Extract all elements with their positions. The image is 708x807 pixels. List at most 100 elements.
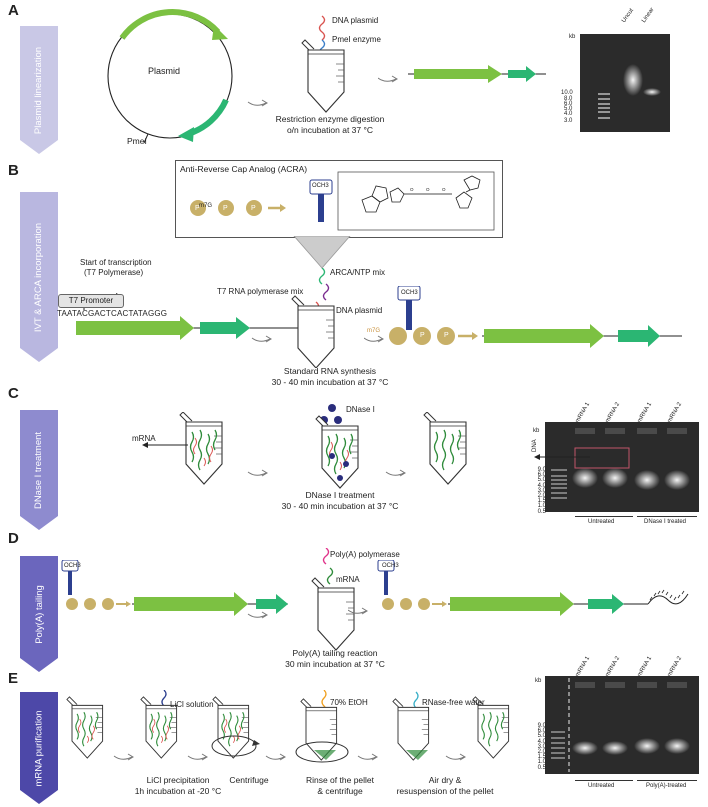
ladder-value: 2.0 [537,749,546,756]
gel-e-group-polya: Poly(A)-treated [646,783,687,789]
caption-line: Standard RNA synthesis [283,366,377,376]
gel-c-lane: mRNA 1 [574,401,592,424]
panel-letter-a: A [8,2,19,19]
gel-e-group-untreated: Untreated [588,783,615,789]
caption-b: Standard RNA synthesis 30 - 40 min incub… [255,366,405,388]
gel-c-lane: mRNA 1 [636,401,654,424]
side-tab-c: DNase I treatment [20,410,58,530]
gel-e-kb: kb [535,678,542,684]
ladder-value: 1.0 [537,759,546,766]
caption-line: 30 - 40 min incubation at 37 °C [281,501,399,511]
mrna-tube-untreated [179,412,223,485]
panel-letter-d: D [8,530,19,547]
polya-tube [311,548,355,651]
ladder-value: 2.0 [537,493,546,500]
tube-label-arca: ARCA/NTP mix [330,268,385,277]
gel-c-kb: kb [533,428,540,434]
caption-line: Air dry & [428,775,462,785]
caption-line: Poly(A) tailing reaction [292,648,378,658]
m7g-label: m7G [367,328,381,334]
gel-a [580,34,670,132]
caption-line: 30 - 40 min incubation at 37 °C [271,377,389,387]
side-tab-label: DNase I treatment [33,431,45,509]
panel-letter-c: C [8,385,19,402]
gel-a-ladder: 3.0 [564,118,573,124]
p-label: P [251,205,256,212]
dnase-tube [315,404,359,489]
gel-a-ladder: 4.0 [564,111,573,117]
caption-e-airdry: Air dry & resuspension of the pellet [380,775,510,797]
mrna-label: mRNA [132,434,156,443]
caption-line: 1h incubation at -20 °C [134,786,222,796]
caption-line: o/n incubation at 37 °C [286,125,374,135]
ladder-value: 5.0 [537,733,546,740]
curved-arrow [247,611,268,619]
caption-line: 30 min incubation at 37 °C [285,659,385,669]
ivt-tube [291,268,335,368]
panel-letter-e: E [8,670,19,687]
caption-e-centrifuge: Centrifuge [214,775,284,786]
gel-c-group-untreated: Untreated [588,519,615,525]
gel-c-group-treated: DNase I treated [644,519,687,525]
curved-arrow [247,469,268,477]
group-bar [575,516,633,517]
och3-label: OCH3 [382,563,399,569]
group-bar [575,780,633,781]
panel-letter-b: B [8,162,19,179]
side-tab-e: mRNA purification [20,692,58,804]
caption-line: & centrifuge [317,786,363,796]
tube-label-t7: T7 RNA polymerase mix [217,287,304,296]
side-tab-label: IVT & ARCA incorporation [33,222,45,332]
side-tab-a: Plasmid linearization [20,26,58,154]
ladder-value: 1.5 [537,754,546,761]
caption-line: Centrifuge [229,775,269,785]
p-label: P [420,332,425,339]
purification-steps [66,690,510,763]
t7-construct [76,293,304,343]
dna-pointer-arrow [534,454,590,460]
capped-mrna-d [61,560,288,616]
ladder-value: 6.0 [537,472,546,479]
polyadenylated-mrna [348,560,689,616]
step-label-etoh: 70% EtOH [330,698,368,707]
plasmid-diagram [107,9,233,144]
tube-label-polya: Poly(A) polymerase [330,550,400,559]
ladder-value: 0.5 [537,764,546,771]
side-tab-label: Plasmid linearization [33,46,45,134]
caption-e-licl: LiCl precipitation 1h incubation at -20 … [128,775,228,797]
ladder-value: 4.0 [537,482,546,489]
gel-a-ladder: 8.0 [564,96,573,102]
side-tab-label: mRNA purification [33,709,45,787]
ladder-value: 3.0 [537,743,546,750]
t7-sequence: TAATACGACTCACTATAGGG [57,309,168,318]
gel-a-lane-linear: Linear [641,6,656,24]
gel-e-lane: mRNA 1 [574,655,592,678]
tube-label-pmei: PmeI enzyme [332,35,381,44]
step-label-water: RNase-free water [422,698,485,707]
gel-e [545,676,699,774]
gel-c-lane: mRNA 2 [666,401,684,424]
plasmid-label: Plasmid [148,66,181,76]
start-line: (T7 Polymerase) [84,268,144,277]
curved-arrow [247,99,268,107]
caption-line: resuspension of the pellet [396,786,494,796]
och3-label: OCH3 [401,290,418,296]
p-label: P [223,205,228,212]
mrna-pointer-arrow [142,442,188,448]
caption-line: Restriction enzyme digestion [275,114,385,124]
ladder-value: 6.0 [537,728,546,735]
mrna-tube-treated [423,412,467,485]
tube-label-dna: DNA plasmid [336,306,383,315]
gel-e-lane: mRNA 1 [636,655,654,678]
group-bar [637,516,697,517]
och3-label: OCH3 [312,183,329,189]
gel-a-ladder: 5.0 [564,106,573,112]
caption-line: Rinse of the pellet [305,775,375,785]
dnase-label: DNase I [346,405,375,414]
capped-mrna-construct [364,286,682,348]
caption-c: DNase I treatment 30 - 40 min incubation… [265,490,415,512]
acra-box-title: Anti-Reverse Cap Analog (ACRA) [180,164,308,174]
side-tab-d: Poly(A) tailing [20,556,58,672]
